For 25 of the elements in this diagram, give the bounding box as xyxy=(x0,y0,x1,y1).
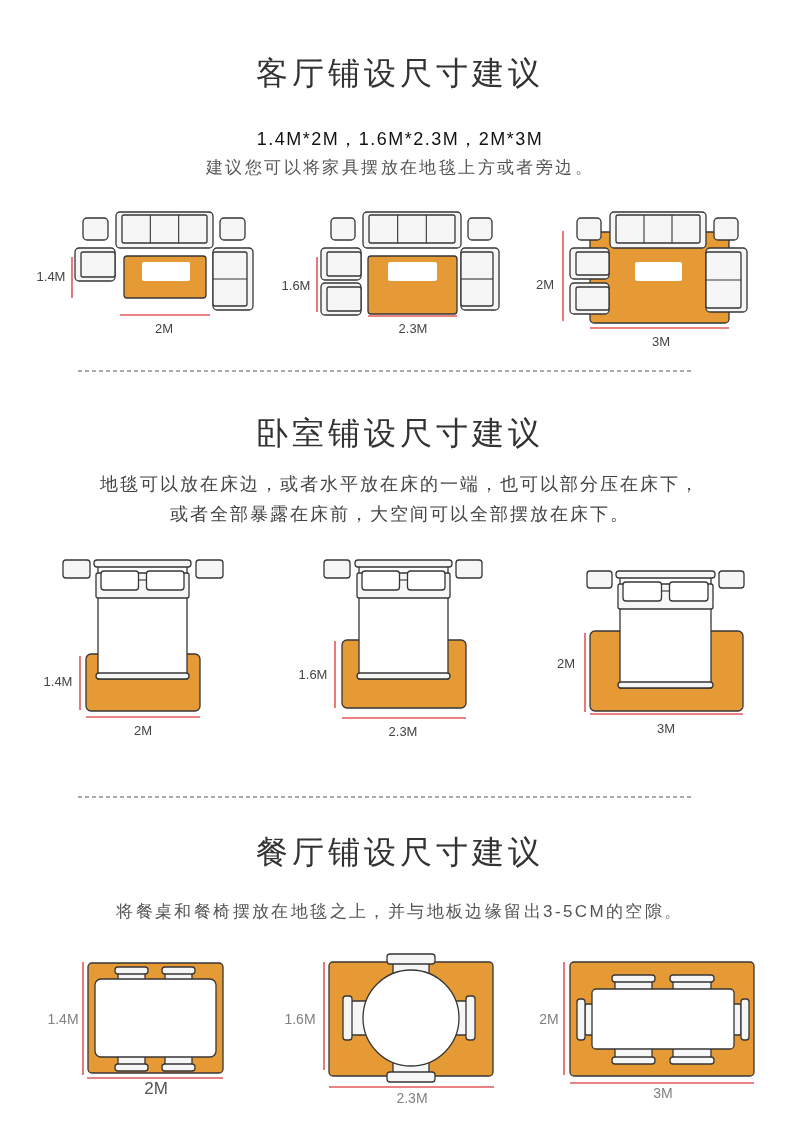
dimension-label: 1.6M xyxy=(284,1010,316,1028)
dimension-label: 1.4M xyxy=(43,674,73,690)
size-options-text: 1.4M*2M，1.6M*2.3M，2M*3M xyxy=(256,129,544,151)
dimension-label: 2M xyxy=(556,656,576,672)
dimension-label: 1.4M xyxy=(36,269,66,285)
description-text: 地毯可以放在床边，或者水平放在床的一端，也可以部分压在床下，或者全部暴露在床前，大空间可以全部摆放在床下。 xyxy=(99,473,701,526)
description-text: 建议您可以将家具摆放在地毯上方或者旁边。 xyxy=(206,157,594,179)
description-text: 将餐桌和餐椅摆放在地毯之上，并与地板边缘留出3-5CM的空隙。 xyxy=(116,901,684,923)
dimension-label: 1.4M xyxy=(47,1010,79,1028)
dimension-label: 2M xyxy=(535,277,555,293)
dimension-label: 2.3M xyxy=(396,1089,428,1107)
section-heading: 客厅铺设尺寸建议 xyxy=(256,53,544,93)
dimension-label: 2M xyxy=(154,321,174,337)
dimension-label: 2M xyxy=(133,723,153,739)
dimension-label: 2.3M xyxy=(398,321,428,337)
dimension-label: 2.3M xyxy=(388,724,418,740)
section-heading: 餐厅铺设尺寸建议 xyxy=(256,832,544,872)
dimension-label: 2M xyxy=(144,1078,168,1100)
section-heading: 卧室铺设尺寸建议 xyxy=(256,413,544,453)
dimension-label: 1.6M xyxy=(281,278,311,294)
dimension-label: 3M xyxy=(651,334,671,350)
dimension-label: 3M xyxy=(653,1084,673,1102)
dimension-label: 3M xyxy=(656,721,676,737)
dimension-label: 2M xyxy=(539,1010,559,1028)
dimension-label: 1.6M xyxy=(298,667,328,683)
